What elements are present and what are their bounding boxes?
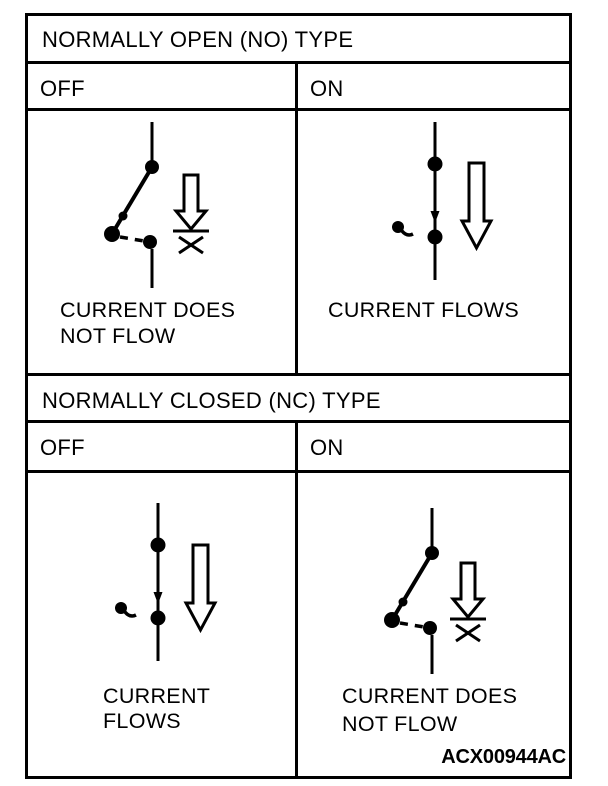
down-arrow-outline [172, 173, 210, 232]
state-cell-no-off: OFF [28, 64, 298, 108]
switch-contacts [150, 537, 166, 626]
diagram-cell-no-on: CURRENT FLOWS [298, 111, 569, 373]
state-cell-nc-on: ON [298, 423, 569, 470]
diagram-cell-nc-on: CURRENT DOES NOT FLOW ACX00944AC [298, 473, 569, 776]
caption-line: FLOWS [103, 709, 181, 733]
open-gap-dashed-line [119, 235, 151, 244]
released-contact [392, 221, 414, 237]
section-title: NORMALLY OPEN (NO) TYPE [42, 27, 354, 52]
switch-contacts [104, 160, 159, 249]
diagram-cell-nc-off: CURRENT FLOWS [28, 473, 298, 776]
lever-tip-arrowhead [430, 211, 440, 223]
switch-contacts [427, 156, 443, 245]
caption-no-off: CURRENT DOES NOT FLOW [60, 297, 235, 349]
state-label-on: ON [310, 435, 344, 460]
section-header-normally-closed: NORMALLY CLOSED (NC) TYPE [28, 376, 569, 423]
caption-nc-on: CURRENT DOES NOT FLOW [342, 682, 517, 738]
caption-line: CURRENT DOES [342, 684, 518, 708]
open-gap-dashed-line [399, 621, 431, 630]
switch-lever-open [390, 551, 434, 622]
state-row-nc: OFF ON [28, 423, 569, 473]
flow-arrow-icon [459, 161, 494, 252]
caption-no-on: CURRENT FLOWS [328, 297, 519, 323]
no-flow-arrow-icon [449, 561, 487, 643]
no-flow-arrow-icon [172, 173, 210, 255]
down-arrow-outline [183, 543, 218, 634]
closed-switch-symbol [392, 122, 443, 280]
diagram-cell-no-off: CURRENT DOES NOT FLOW [28, 111, 298, 373]
caption-line: CURRENT FLOWS [328, 298, 520, 322]
state-cell-no-on: ON [298, 64, 569, 108]
closed-switch-symbol [115, 503, 166, 661]
lever-tip-arrowhead [153, 592, 163, 604]
state-label-on: ON [310, 76, 344, 101]
section-header-normally-open: NORMALLY OPEN (NO) TYPE [28, 16, 569, 64]
section-title: NORMALLY CLOSED (NC) TYPE [42, 388, 381, 413]
diagram-row-no: CURRENT DOES NOT FLOW [28, 111, 569, 376]
caption-line: NOT FLOW [342, 712, 458, 736]
caption-nc-off: CURRENT FLOWS [103, 684, 210, 734]
switch-lever-open [110, 165, 154, 236]
caption-line: CURRENT DOES [60, 298, 236, 322]
released-contact [115, 602, 137, 618]
caption-line: CURRENT [103, 684, 211, 708]
state-label-off: OFF [40, 435, 85, 460]
open-switch-symbol [384, 508, 439, 674]
figure-code: ACX00944AC [441, 746, 566, 768]
state-row-no: OFF ON [28, 64, 569, 111]
down-arrow-outline [459, 161, 494, 252]
diagram-table: NORMALLY OPEN (NO) TYPE OFF ON [25, 13, 572, 779]
block-x-stroke-2 [178, 235, 204, 255]
state-label-off: OFF [40, 76, 85, 101]
diagram-row-nc: CURRENT FLOWS [28, 473, 569, 776]
state-cell-nc-off: OFF [28, 423, 298, 470]
block-x-stroke-2 [455, 623, 481, 643]
flow-arrow-icon [183, 543, 218, 634]
caption-line: NOT FLOW [60, 324, 176, 348]
down-arrow-outline [449, 561, 487, 620]
open-switch-symbol [104, 122, 159, 288]
